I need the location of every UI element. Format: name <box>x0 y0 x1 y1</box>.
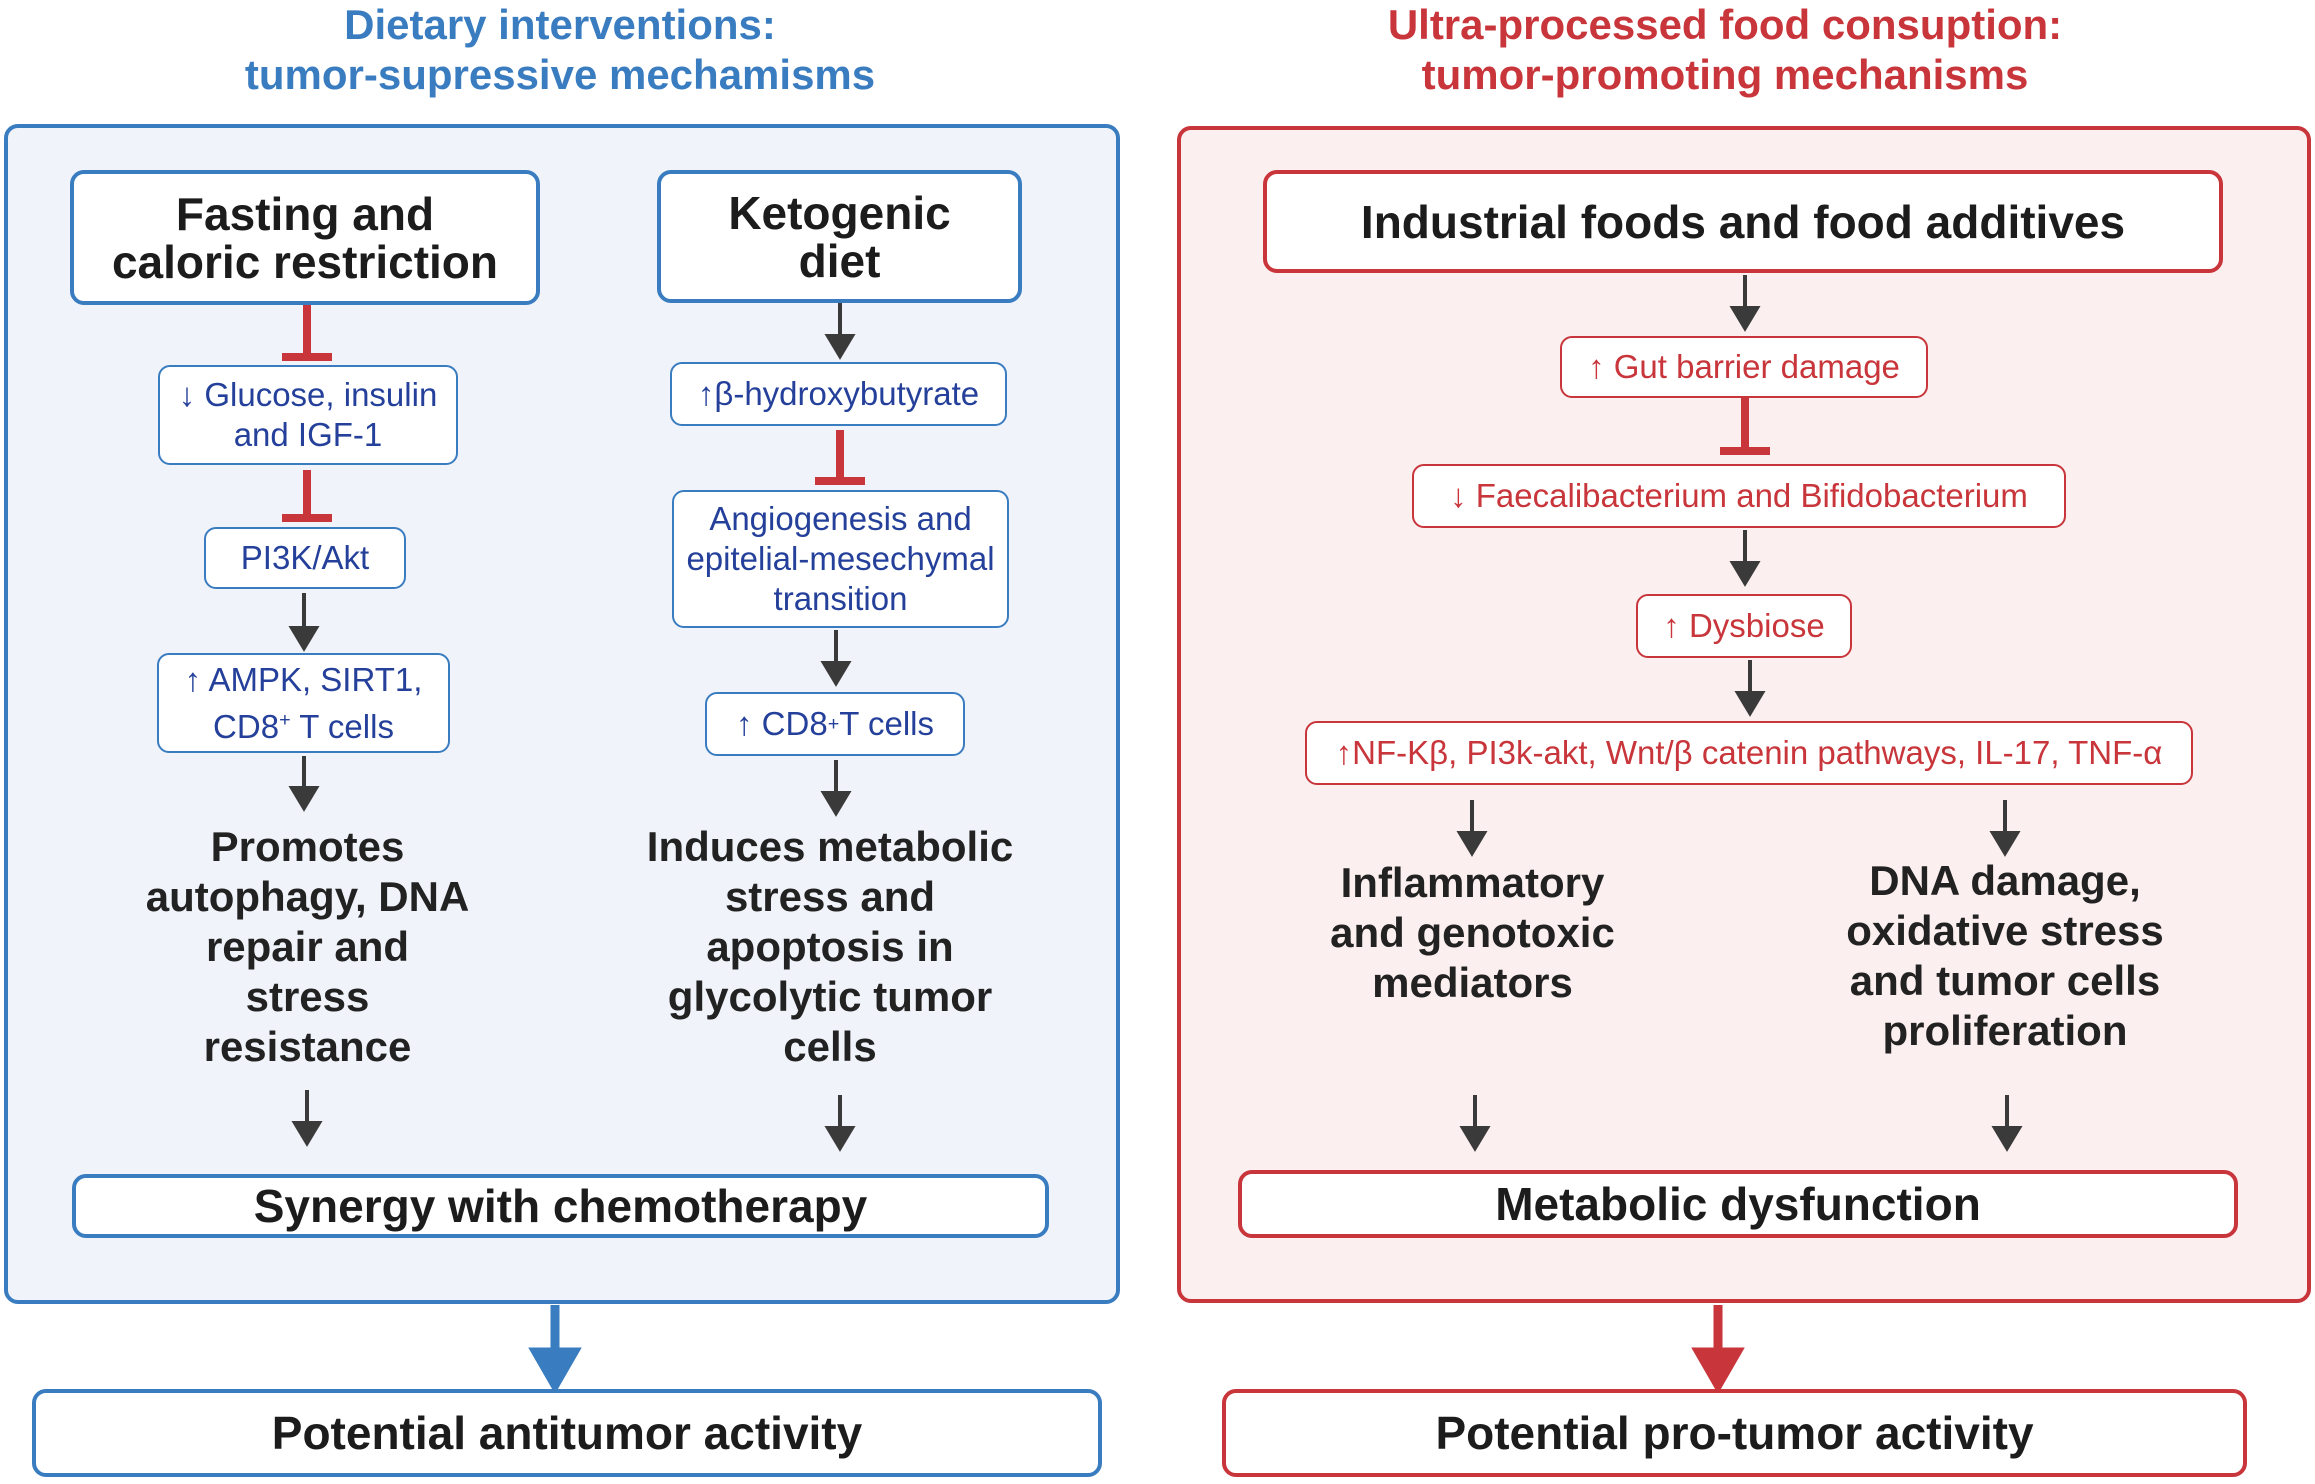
ketogenic-box: Ketogenic diet <box>657 170 1022 303</box>
cd8-box: ↑ CD8+ T cells <box>705 692 965 756</box>
right-title-line2: tumor-promoting mechanisms <box>1421 51 2029 98</box>
arrow-dna-metabolic <box>1991 1095 2023 1152</box>
arrow-right-panel-outcome <box>1691 1305 1745 1395</box>
industrial-box: Industrial foods and food additives <box>1263 170 2223 273</box>
left-title-line1: Dietary interventions: <box>344 1 776 48</box>
arrow-nfkb-inflammatory <box>1456 800 1488 857</box>
arrow-dysbiose-nfkb <box>1734 660 1766 717</box>
ampk-text: ↑ AMPK, SIRT1, CD8 <box>184 660 423 745</box>
pi3k-box: PI3K/Akt <box>204 527 406 589</box>
arrow-inflammatory-metabolic <box>1459 1095 1491 1152</box>
glucose-box: ↓ Glucose, insulin and IGF-1 <box>158 365 458 465</box>
induces-text: Induces metabolic stress and apoptosis i… <box>646 823 1014 1070</box>
ampk-box: ↑ AMPK, SIRT1, CD8+ T cells <box>157 653 450 753</box>
arrow-induces-synergy <box>824 1095 856 1152</box>
left-title: Dietary interventions: tumor-supressive … <box>100 0 1020 100</box>
inhibit-gut-faecali <box>1720 398 1770 455</box>
inhibit-glucose-pi3k <box>282 470 332 522</box>
arrow-faecali-dysbiose <box>1729 530 1761 587</box>
cd8-sup: + <box>827 713 840 735</box>
arrow-cd8-induces <box>820 760 852 817</box>
synergy-box: Synergy with chemotherapy <box>72 1174 1049 1238</box>
metabolic-box: Metabolic dysfunction <box>1238 1170 2238 1238</box>
arrow-nfkb-dna <box>1989 800 2021 857</box>
arrow-industrial-gut <box>1729 275 1761 332</box>
protumor-box: Potential pro-tumor activity <box>1222 1389 2247 1477</box>
inhibit-bhb-angio <box>815 430 865 485</box>
arrow-left-panel-outcome <box>528 1305 582 1395</box>
nfkb-box: ↑NF-Kβ, PI3k-akt, Wnt/β catenin pathways… <box>1305 721 2193 785</box>
left-title-line2: tumor-supressive mechamisms <box>244 51 876 98</box>
arrow-angio-cd8 <box>820 630 852 687</box>
bhb-box: ↑β-hydroxybutyrate <box>670 362 1007 426</box>
arrow-promotes-synergy <box>291 1090 323 1147</box>
dysbiose-box: ↑ Dysbiose <box>1636 594 1852 658</box>
cd8-suffix: T cells <box>839 705 934 742</box>
angio-box: Angiogenesis and epitelial-mesechymal tr… <box>672 490 1009 628</box>
gut-box: ↑ Gut barrier damage <box>1560 336 1928 398</box>
inflammatory-text: Inflammatory and genotoxic mediators <box>1330 859 1615 1006</box>
arrow-ampk-promotes <box>288 756 320 812</box>
dna-text: DNA damage, oxidative stress and tumor c… <box>1846 857 2164 1054</box>
antitumor-box: Potential antitumor activity <box>32 1389 1102 1477</box>
arrow-keto-bhb <box>824 303 856 360</box>
faecali-box: ↓ Faecalibacterium and Bifidobacterium <box>1412 464 2066 528</box>
inhibit-fasting-glucose <box>282 305 332 361</box>
arrow-pi3k-ampk <box>288 593 320 652</box>
right-title: Ultra-processed food consuption: tumor-p… <box>1250 0 2200 100</box>
right-title-line1: Ultra-processed food consuption: <box>1387 1 2063 48</box>
ampk-suffix: T cells <box>290 707 394 745</box>
ampk-sup: + <box>279 708 291 731</box>
fasting-box: Fasting and caloric restriction <box>70 170 540 305</box>
cd8-text: ↑ CD8 <box>736 705 828 742</box>
promotes-text: Promotes autophagy, DNA repair and stres… <box>145 823 470 1070</box>
